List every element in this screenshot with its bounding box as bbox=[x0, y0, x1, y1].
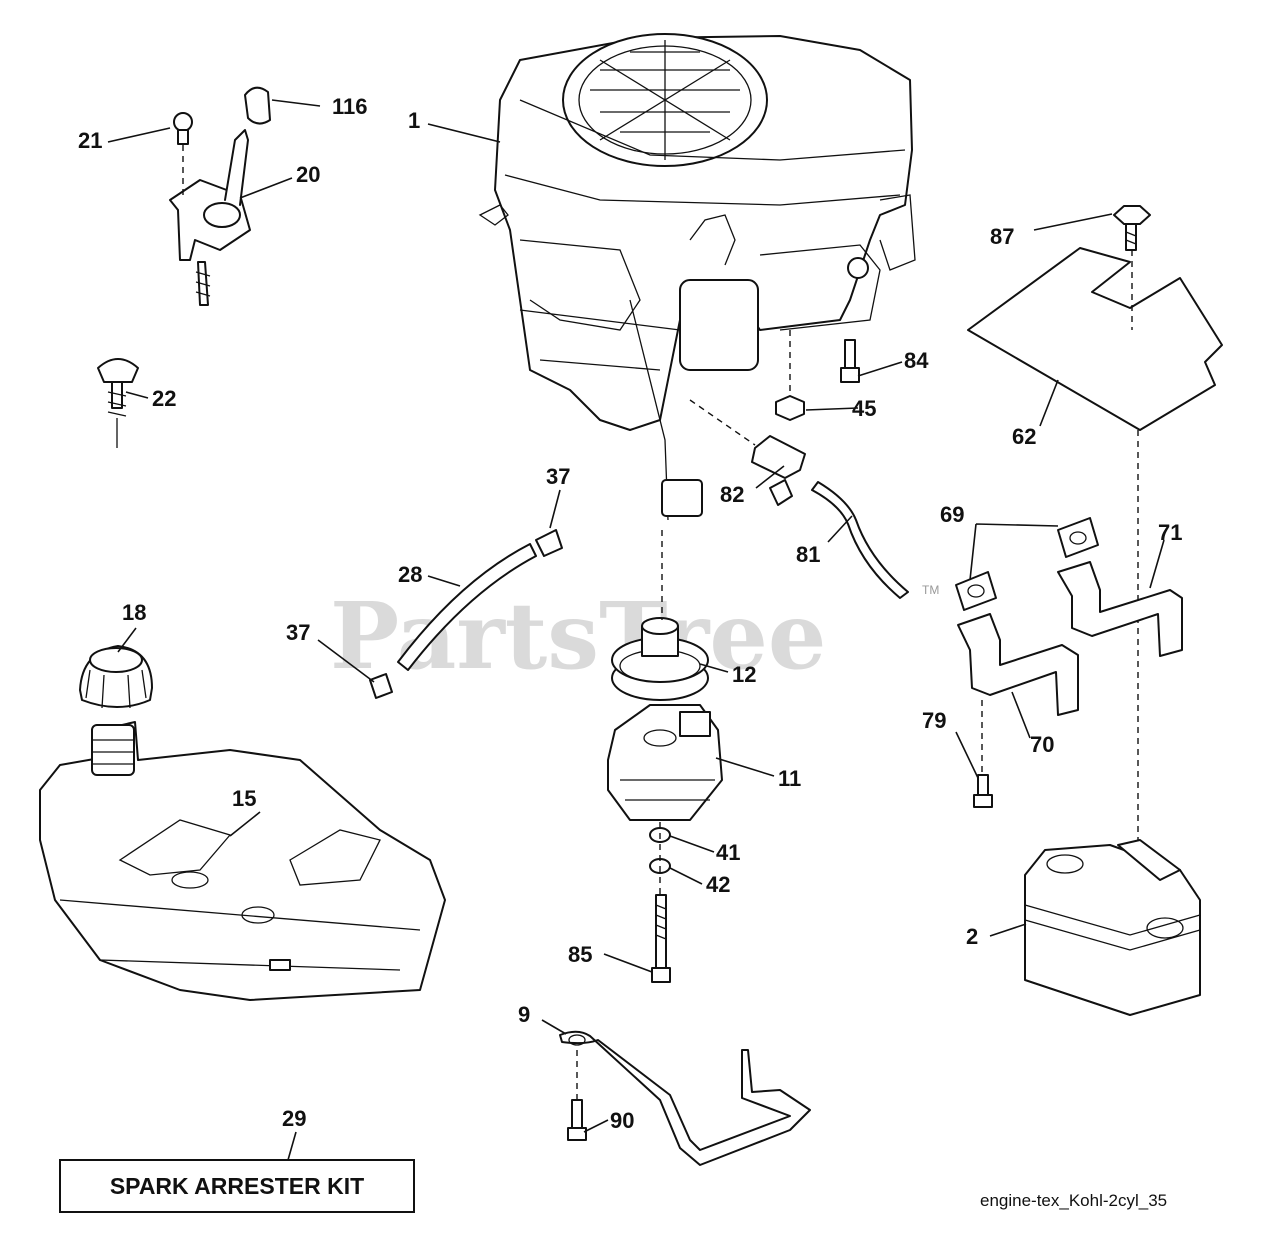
callout-82: 82 bbox=[720, 482, 744, 507]
pto-clutch-drawing bbox=[607, 704, 723, 821]
nut-45-drawing bbox=[775, 395, 805, 421]
callout-85: 85 bbox=[568, 942, 592, 967]
callout-116: 116 bbox=[332, 94, 368, 119]
callout-87: 87 bbox=[990, 224, 1014, 249]
bracket-9-drawing bbox=[559, 1030, 811, 1166]
callout-70: 70 bbox=[1030, 732, 1054, 757]
callout-labels: 1 2 9 11 12 15 18 20 21 22 28 29 37 37 4… bbox=[78, 94, 1182, 1133]
diagram-reference-code: engine-tex_Kohl-2cyl_35 bbox=[980, 1191, 1167, 1210]
bolt-79-drawing bbox=[973, 774, 993, 808]
heat-shield-drawing bbox=[967, 247, 1223, 431]
callout-69: 69 bbox=[940, 502, 964, 527]
bolt-90-drawing bbox=[567, 1099, 587, 1141]
callout-81: 81 bbox=[796, 542, 820, 567]
callout-12: 12 bbox=[732, 662, 756, 687]
callout-21: 21 bbox=[78, 128, 102, 153]
callout-37-upper: 37 bbox=[546, 464, 570, 489]
engine-drawing bbox=[478, 33, 916, 521]
callout-20: 20 bbox=[296, 162, 320, 187]
fuel-line-drawing bbox=[369, 529, 563, 699]
callout-11: 11 bbox=[778, 766, 801, 791]
leader-lines bbox=[107, 99, 1165, 1161]
spark-arrester-kit-label: SPARK ARRESTER KIT bbox=[110, 1173, 364, 1199]
fuel-pump-drawing bbox=[689, 399, 806, 506]
exhaust-pipe-70-drawing bbox=[957, 613, 1079, 716]
watermark-text: PartsTree bbox=[330, 582, 826, 690]
hose-81-drawing bbox=[811, 481, 909, 599]
callout-37-lower: 37 bbox=[286, 620, 310, 645]
bolt-84-drawing bbox=[840, 339, 860, 383]
spark-arrester-kit-box bbox=[59, 1159, 415, 1213]
callout-45: 45 bbox=[852, 396, 876, 421]
pulley-drawing bbox=[611, 617, 709, 701]
fuel-cap-drawing bbox=[79, 645, 153, 709]
throttle-control-drawing bbox=[169, 86, 271, 306]
callout-9: 9 bbox=[518, 1002, 530, 1027]
callout-41: 41 bbox=[716, 840, 740, 865]
muffler-drawing bbox=[1024, 839, 1201, 1016]
callout-84: 84 bbox=[904, 348, 929, 373]
choke-knob-drawing bbox=[97, 358, 139, 448]
callout-15: 15 bbox=[232, 786, 256, 811]
trademark-mark: TM bbox=[922, 583, 939, 597]
callout-62: 62 bbox=[1012, 424, 1036, 449]
bolt-85-drawing bbox=[651, 894, 671, 983]
callout-42: 42 bbox=[706, 872, 730, 897]
gasket-69b-drawing bbox=[955, 571, 997, 611]
callout-79: 79 bbox=[922, 708, 946, 733]
bolt-87-drawing bbox=[1113, 205, 1151, 251]
callout-18: 18 bbox=[122, 600, 146, 625]
callout-1: 1 bbox=[408, 108, 420, 133]
callout-2: 2 bbox=[966, 924, 978, 949]
gasket-69a-drawing bbox=[1057, 517, 1099, 558]
callout-29: 29 bbox=[282, 1106, 306, 1131]
callout-71: 71 bbox=[1158, 520, 1182, 545]
fuel-tank-drawing bbox=[39, 721, 446, 1001]
exhaust-pipe-71-drawing bbox=[1057, 561, 1183, 657]
callout-22: 22 bbox=[152, 386, 176, 411]
callout-28: 28 bbox=[398, 562, 422, 587]
callout-90: 90 bbox=[610, 1108, 634, 1133]
